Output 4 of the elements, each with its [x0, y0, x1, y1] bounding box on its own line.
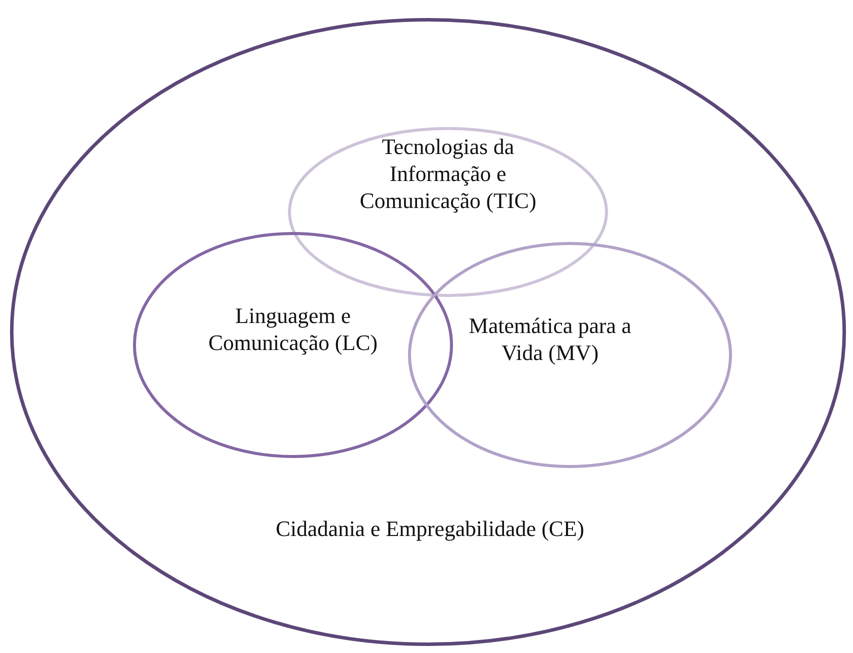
set-label: Linguagem e Comunicação (LC) — [207, 302, 379, 356]
set-label: Matemática para a Vida (MV) — [468, 312, 632, 366]
set-label: Tecnologias da Informação e Comunicação (TIC) — [358, 133, 538, 214]
set-label: Cidadania e Empregabilidade (CE) — [274, 515, 586, 542]
